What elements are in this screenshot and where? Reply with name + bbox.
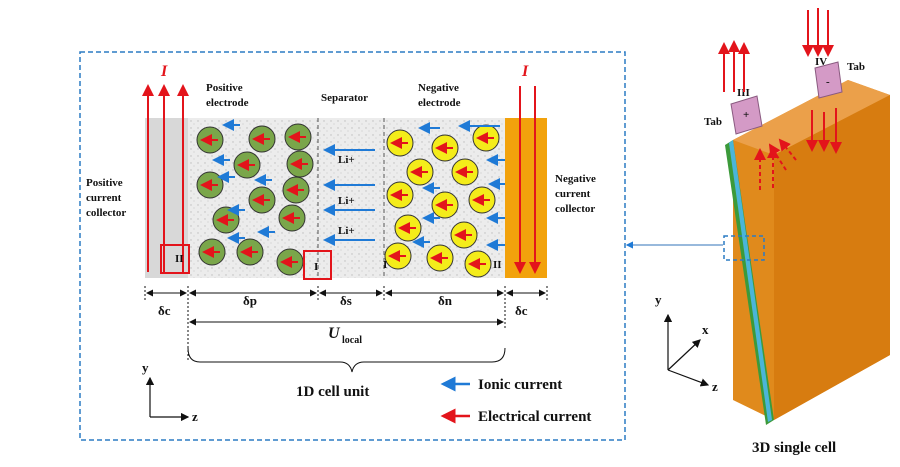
tab-minus: - — [826, 76, 830, 88]
roman-III: III — [737, 87, 750, 99]
tab-positive — [730, 95, 763, 135]
delta-p: δp — [243, 293, 257, 308]
negative-collector — [505, 118, 547, 278]
positive-electrode-label-2: electrode — [206, 97, 249, 109]
axis3d-y-label: y — [655, 292, 662, 307]
negative-collector-label-2: current — [555, 188, 591, 200]
positive-electrode-label-1: Positive — [206, 82, 243, 94]
tab-label-left: Tab — [704, 116, 722, 128]
marker-box-I — [303, 250, 332, 280]
axis-icon — [145, 376, 190, 422]
legend-ionic-label: Ionic current — [478, 377, 562, 393]
legend-electrical-label: Electrical current — [478, 409, 591, 425]
li-label-2: Li+ — [338, 195, 355, 207]
tab-label-right: Tab — [847, 61, 865, 73]
li-label-1: Li+ — [338, 154, 355, 166]
separator-label: Separator — [321, 92, 368, 104]
marker-box-II — [160, 244, 190, 274]
negative-collector-label-3: collector — [555, 203, 595, 215]
cell-current-arrows — [718, 8, 842, 190]
positive-collector — [145, 118, 188, 278]
axis-z-label: z — [192, 409, 198, 424]
particle-electrical-arrows — [200, 131, 494, 270]
delta-c-left: δc — [158, 303, 171, 318]
li-label-3: Li+ — [338, 225, 355, 237]
u-local-subscript: local — [342, 335, 362, 346]
delta-s: δs — [340, 293, 352, 308]
ionic-arrows — [212, 119, 505, 251]
dimension-lines — [144, 286, 548, 360]
cell-unit-brace — [187, 347, 506, 373]
axis3d-z-label: z — [712, 379, 718, 394]
current-label-right: I — [521, 63, 529, 80]
axis3d-x-label: x — [702, 322, 709, 337]
delta-n: δn — [438, 293, 453, 308]
u-local-symbol: U — [328, 325, 341, 342]
negative-electrode-label-2: electrode — [418, 97, 461, 109]
roman-IV: IV — [815, 56, 827, 68]
3d-cell — [725, 80, 890, 425]
tab-plus: + — [743, 109, 749, 121]
collector-current-arrows — [142, 84, 541, 274]
tab-negative — [814, 61, 843, 99]
roman-II-right: II — [493, 259, 502, 271]
roman-I-right: I — [383, 259, 387, 271]
current-label-left: I — [160, 63, 168, 80]
detail-frame — [79, 51, 626, 441]
positive-collector-label-3: collector — [86, 207, 126, 219]
negative-electrode-label-1: Negative — [418, 82, 459, 94]
delta-c-right: δc — [515, 303, 528, 318]
positive-collector-label-2: current — [86, 192, 122, 204]
roman-II-left: II — [175, 253, 184, 265]
positive-collector-label-1: Positive — [86, 177, 123, 189]
3d-axis-icon — [663, 313, 710, 387]
roman-I-left: I — [314, 261, 318, 273]
cell-section-marker — [723, 235, 765, 261]
single-cell-label: 3D single cell — [752, 440, 836, 456]
axis-y-label: y — [142, 360, 149, 375]
negative-collector-label-1: Negative — [555, 173, 596, 185]
cell-unit-label: 1D cell unit — [296, 384, 369, 400]
